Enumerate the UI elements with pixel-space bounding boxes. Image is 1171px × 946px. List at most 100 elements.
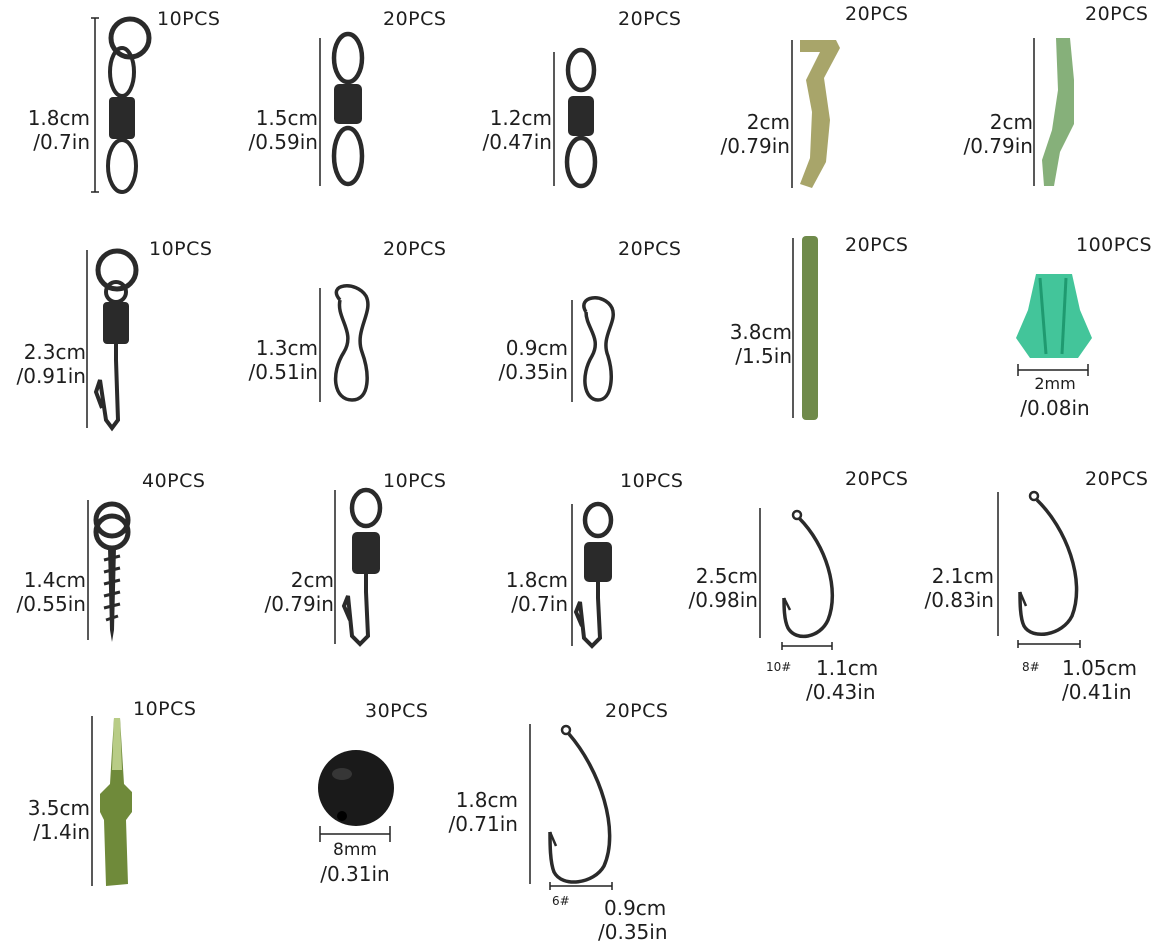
size-cm: 1.8cm	[505, 568, 568, 592]
size-in: /0.47in	[482, 130, 552, 154]
size-cm: 1.2cm	[489, 106, 552, 130]
size-label: 2cm /0.79in	[945, 110, 1033, 158]
hook-gauge: 10#	[766, 660, 792, 674]
size-label: 1.4cm /0.55in	[0, 568, 86, 616]
width-in: /0.35in	[598, 920, 668, 944]
size-label: 2.1cm /0.83in	[908, 564, 994, 612]
size-in: /0.51in	[248, 360, 318, 384]
size-label: 1.5cm /0.59in	[232, 106, 318, 154]
hook-gauge: 6#	[552, 894, 570, 908]
size-cm: 2.5cm	[695, 564, 758, 588]
size-label: 0.9cm /0.35in	[482, 336, 568, 384]
size-cm: 1.4cm	[23, 568, 86, 592]
size-label: 2mm /0.08in	[1000, 372, 1110, 420]
quantity-label: 20PCS	[1085, 468, 1149, 490]
size-label: 2cm /0.79in	[248, 568, 334, 616]
size-in: /0.7in	[33, 130, 90, 154]
quantity-label: 20PCS	[845, 468, 909, 490]
quantity-label: 10PCS	[133, 698, 197, 720]
size-label: 1.8cm /0.7in	[492, 568, 568, 616]
size-label: 1.8cm /0.71in	[438, 788, 518, 836]
size-in: /0.71in	[448, 812, 518, 836]
size-cm: 2.1cm	[931, 564, 994, 588]
hook-width-label: 1.05cm /0.41in	[1062, 656, 1158, 704]
hook-width-label: 0.9cm /0.35in	[598, 896, 688, 944]
size-in: /0.79in	[264, 592, 334, 616]
width-cm: 1.1cm	[816, 656, 879, 680]
size-in: /0.83in	[924, 588, 994, 612]
quantity-label: 20PCS	[605, 700, 669, 722]
quantity-label: 40PCS	[142, 470, 206, 492]
quantity-label: 30PCS	[365, 700, 429, 722]
size-label: 3.5cm /1.4in	[14, 796, 90, 844]
size-in: /0.55in	[16, 592, 86, 616]
size-cm: 0.9cm	[505, 336, 568, 360]
size-in: /1.4in	[33, 820, 90, 844]
quantity-label: 20PCS	[383, 238, 447, 260]
size-label: 8mm /0.31in	[310, 838, 400, 886]
size-cm: 8mm	[333, 840, 377, 860]
size-in: /0.98in	[688, 588, 758, 612]
quantity-label: 10PCS	[383, 470, 447, 492]
size-label: 2.5cm /0.98in	[674, 564, 758, 612]
width-in: /0.41in	[1062, 680, 1132, 704]
width-cm: 0.9cm	[604, 896, 667, 920]
hook-gauge: 8#	[1022, 660, 1040, 674]
quantity-label: 20PCS	[618, 238, 682, 260]
width-in: /0.43in	[806, 680, 876, 704]
size-cm: 1.3cm	[255, 336, 318, 360]
quantity-label: 20PCS	[845, 234, 909, 256]
size-cm: 3.8cm	[729, 320, 792, 344]
size-in: /0.79in	[720, 134, 790, 158]
size-label: 1.8cm /0.7in	[18, 106, 90, 154]
size-in: /0.59in	[248, 130, 318, 154]
size-cm: 3.5cm	[27, 796, 90, 820]
size-label: 2cm /0.79in	[700, 110, 790, 158]
size-in: /0.31in	[320, 862, 390, 886]
size-cm: 2mm	[1034, 374, 1076, 393]
size-in: /0.35in	[498, 360, 568, 384]
size-label: 3.8cm /1.5in	[712, 320, 792, 368]
size-cm: 1.5cm	[255, 106, 318, 130]
size-cm: 1.8cm	[27, 106, 90, 130]
size-in: /0.79in	[963, 134, 1033, 158]
width-cm: 1.05cm	[1062, 656, 1138, 680]
quantity-label: 10PCS	[620, 470, 684, 492]
quantity-label: 10PCS	[149, 238, 213, 260]
size-in: /0.91in	[16, 364, 86, 388]
quantity-label: 10PCS	[157, 8, 221, 30]
size-in: /0.08in	[1020, 396, 1090, 420]
size-label: 1.2cm /0.47in	[466, 106, 552, 154]
quantity-label: 20PCS	[845, 3, 909, 25]
size-cm: 2.3cm	[23, 340, 86, 364]
quantity-label: 100PCS	[1076, 234, 1153, 256]
quantity-label: 20PCS	[383, 8, 447, 30]
size-label: 2.3cm /0.91in	[4, 340, 86, 388]
hook-width-label: 1.1cm /0.43in	[806, 656, 896, 704]
quantity-label: 20PCS	[1085, 3, 1149, 25]
size-cm: 2cm	[290, 568, 334, 592]
size-cm: 2cm	[989, 110, 1033, 134]
size-label: 1.3cm /0.51in	[232, 336, 318, 384]
size-cm: 1.8cm	[455, 788, 518, 812]
size-cm: 2cm	[746, 110, 790, 134]
size-in: /0.7in	[511, 592, 568, 616]
quantity-label: 20PCS	[618, 8, 682, 30]
